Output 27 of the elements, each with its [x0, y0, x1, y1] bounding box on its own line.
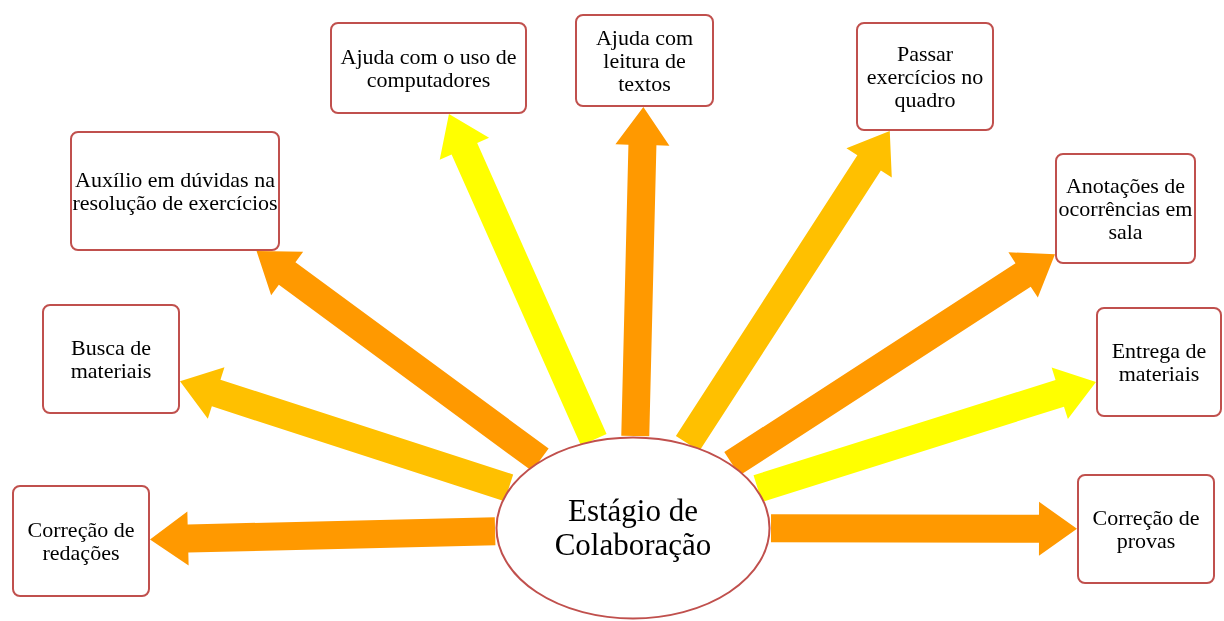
node-label: Correção de redações [26, 517, 136, 565]
process-box [575, 14, 714, 107]
process-box [70, 131, 280, 251]
block-arrow [180, 367, 514, 502]
block-arrow [724, 252, 1055, 476]
block-arrow [770, 501, 1077, 556]
node-label: Ajuda com o uso de computadores [339, 44, 518, 92]
process-box [856, 22, 994, 131]
block-arrow [150, 511, 496, 566]
process-box [330, 22, 527, 114]
process-box [1096, 307, 1222, 417]
ellipse-node [495, 436, 771, 620]
block-arrow [439, 114, 607, 446]
process-box [1055, 153, 1196, 264]
node-label: Correção de provas [1091, 505, 1201, 553]
process-box [42, 304, 180, 414]
process-box [12, 485, 150, 597]
node-label: Estágio de Colaboração [553, 493, 713, 563]
node-label: Anotações de ocorrências em sala [1057, 173, 1194, 244]
node-label: Ajuda com leitura de textos [594, 25, 695, 96]
block-arrow [615, 107, 670, 437]
node-label: Entrega de materiais [1110, 338, 1208, 386]
node-label: Auxílio em dúvidas na resolução de exercícios [72, 167, 278, 215]
node-label: Passar exercícios no quadro [865, 41, 985, 112]
process-box [1077, 474, 1215, 584]
node-label: Busca de materiais [69, 335, 153, 383]
block-arrow [753, 367, 1096, 502]
